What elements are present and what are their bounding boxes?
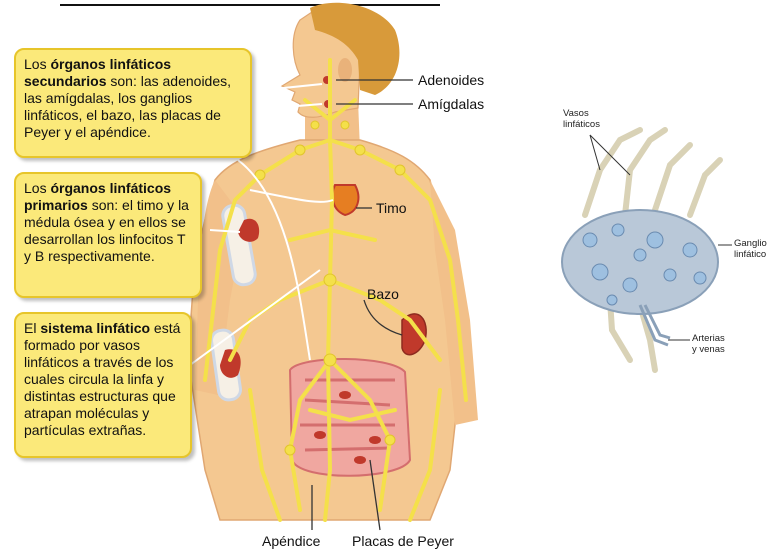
callout-lymphatic-system: El sistema linfático está formado por va… — [14, 312, 192, 458]
callout-secondary-organs: Los órganos linfáticos secundarios son: … — [14, 48, 252, 158]
label-apendice: Apéndice — [262, 533, 320, 549]
label-amigdalas: Amígdalas — [418, 96, 484, 112]
label-bazo: Bazo — [367, 286, 399, 302]
label-vasos-linfaticos: Vasos linfáticos — [563, 108, 600, 130]
label-adenoides: Adenoides — [418, 72, 484, 88]
label-ganglio-linfatico: Ganglio linfático — [734, 238, 767, 260]
callout-text: Los — [24, 180, 50, 196]
callout-text: El — [24, 320, 40, 336]
node-body — [562, 210, 718, 314]
callout-primary-organs: Los órganos linfáticos primarios son: el… — [14, 172, 202, 298]
callout-text: Los — [24, 56, 50, 72]
callout-text: está formado por vasos linfáticos a trav… — [24, 320, 180, 438]
label-arterias-venas: Arterias y venas — [692, 333, 725, 355]
callout-term: sistema linfático — [40, 320, 150, 336]
label-placas-peyer: Placas de Peyer — [352, 533, 454, 549]
label-timo: Timo — [376, 200, 407, 216]
intestines — [290, 359, 410, 476]
